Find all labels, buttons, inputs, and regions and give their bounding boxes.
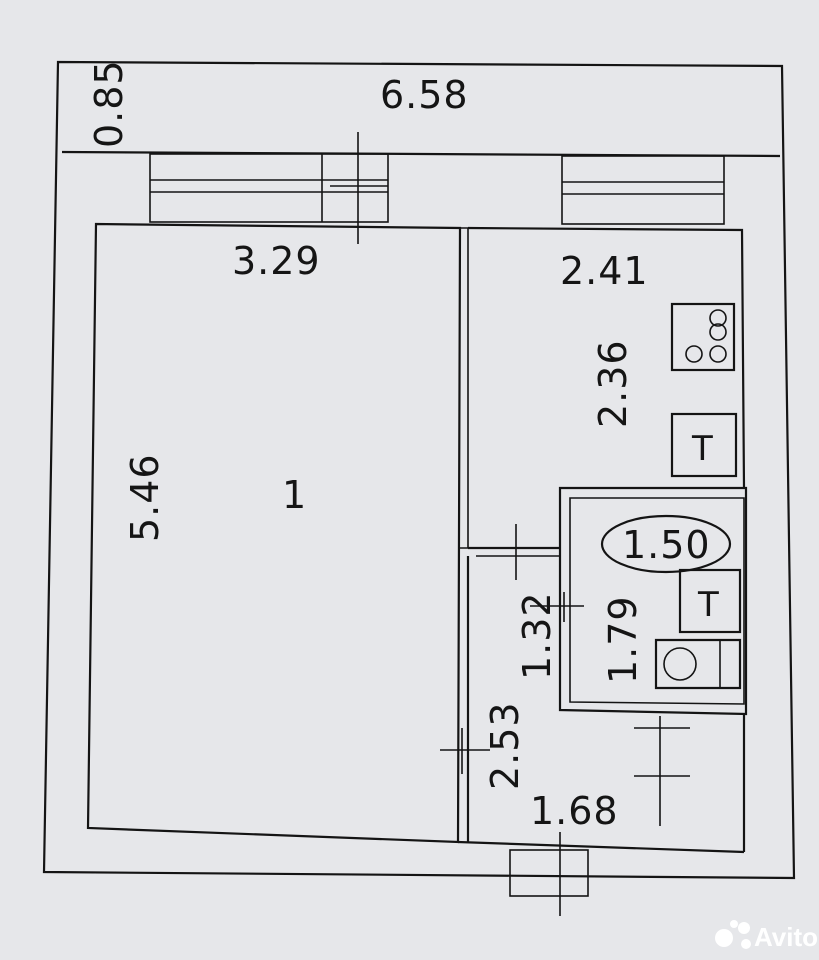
partition-wall xyxy=(460,227,469,549)
room-number: 1 xyxy=(282,473,307,517)
stove-icon xyxy=(670,302,736,372)
dimension-ticks xyxy=(440,524,690,916)
dim-wall-thickness: 0.85 xyxy=(87,59,131,148)
dim-room-width: 3.29 xyxy=(232,239,321,283)
dim-corridor-width: 1.68 xyxy=(530,789,619,833)
dim-corridor-upper: 1.32 xyxy=(515,591,559,680)
entrance-door xyxy=(509,849,589,897)
dim-overall-width: 6.58 xyxy=(380,73,469,117)
kitchen-appliance-icon xyxy=(670,412,738,478)
toilet-icon xyxy=(654,638,742,690)
avito-watermark: Avito xyxy=(715,920,818,952)
dim-corridor-length: 2.53 xyxy=(483,701,527,790)
area-ellipse xyxy=(600,514,732,574)
dim-room-length: 5.46 xyxy=(123,453,167,542)
bathroom-outline xyxy=(558,486,748,716)
avito-logo-icon xyxy=(715,920,751,949)
kitchen-appliance-letter: T xyxy=(691,429,713,469)
kitchen-outline xyxy=(467,226,746,489)
dim-kitchen-length: 2.36 xyxy=(591,339,635,428)
dim-bath-length: 1.79 xyxy=(601,595,645,684)
window-room xyxy=(149,153,389,223)
bath-appliance-icon xyxy=(678,568,742,634)
window-kitchen xyxy=(561,155,725,225)
bath-area-label: 1.50 xyxy=(622,523,711,567)
bath-appliance-letter: T xyxy=(697,585,719,625)
dim-kitchen-width: 2.41 xyxy=(560,249,649,293)
avito-brand-text: Avito xyxy=(754,922,818,952)
corridor-outline xyxy=(457,546,746,854)
